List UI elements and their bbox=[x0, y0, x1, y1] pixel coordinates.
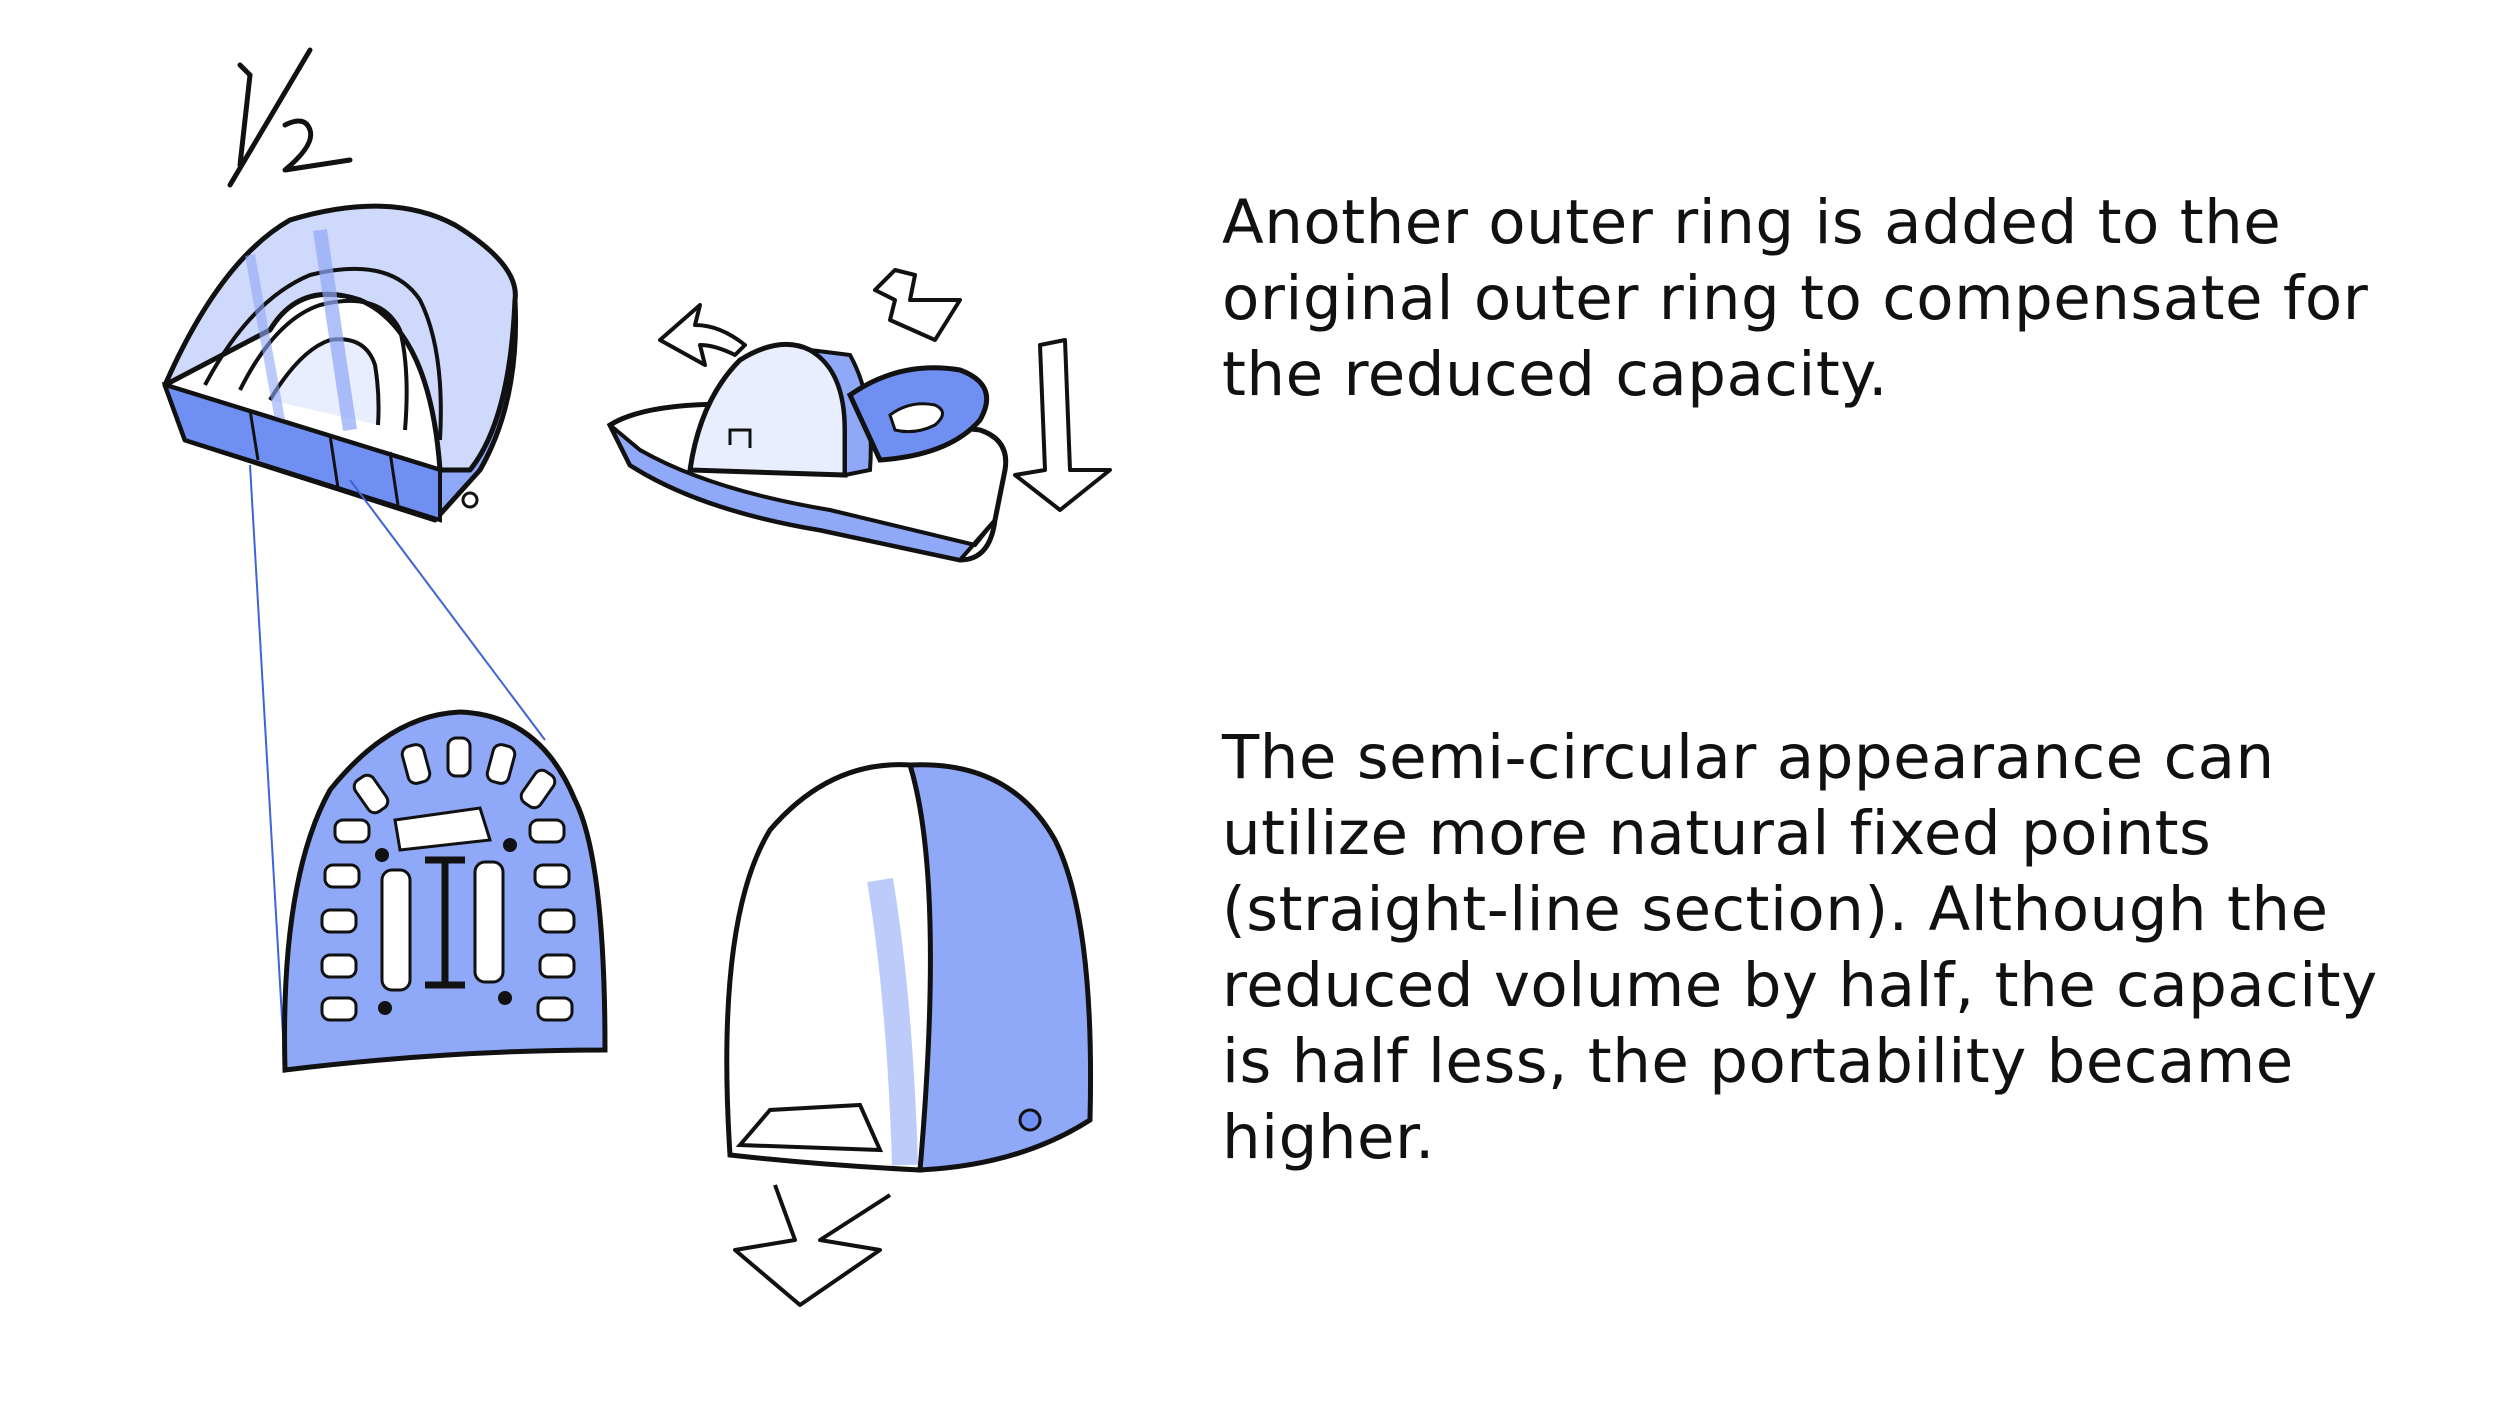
text-line: the reduced capacity. bbox=[1222, 339, 1889, 410]
leader-line bbox=[349, 479, 546, 741]
half-dome-sketch bbox=[161, 203, 519, 523]
description-paragraph-1: Another outer ring is added to the origi… bbox=[1222, 185, 2472, 413]
text-line: (straight-line section). Although the bbox=[1222, 874, 2329, 945]
text-line: original outer ring to compensate for bbox=[1222, 263, 2369, 334]
perforated-plate-sketch bbox=[282, 709, 608, 1073]
text-line: reduced volume by half, the capacity bbox=[1222, 950, 2378, 1021]
rounded-device-sketch bbox=[724, 762, 1094, 1307]
description-paragraph-2: The semi-circular appearance can utilize… bbox=[1222, 720, 2472, 1176]
text-line: Another outer ring is added to the bbox=[1222, 187, 2282, 258]
text-line: is half less, the portability became bbox=[1222, 1026, 2294, 1097]
leader-line bbox=[249, 464, 286, 1071]
fraction-mark bbox=[227, 47, 353, 188]
text-line: utilize more natural fixed points bbox=[1222, 798, 2212, 869]
text-line: higher. bbox=[1222, 1102, 1435, 1173]
text-line: The semi-circular appearance can bbox=[1222, 722, 2275, 793]
flat-rings-sketch bbox=[606, 268, 1112, 563]
